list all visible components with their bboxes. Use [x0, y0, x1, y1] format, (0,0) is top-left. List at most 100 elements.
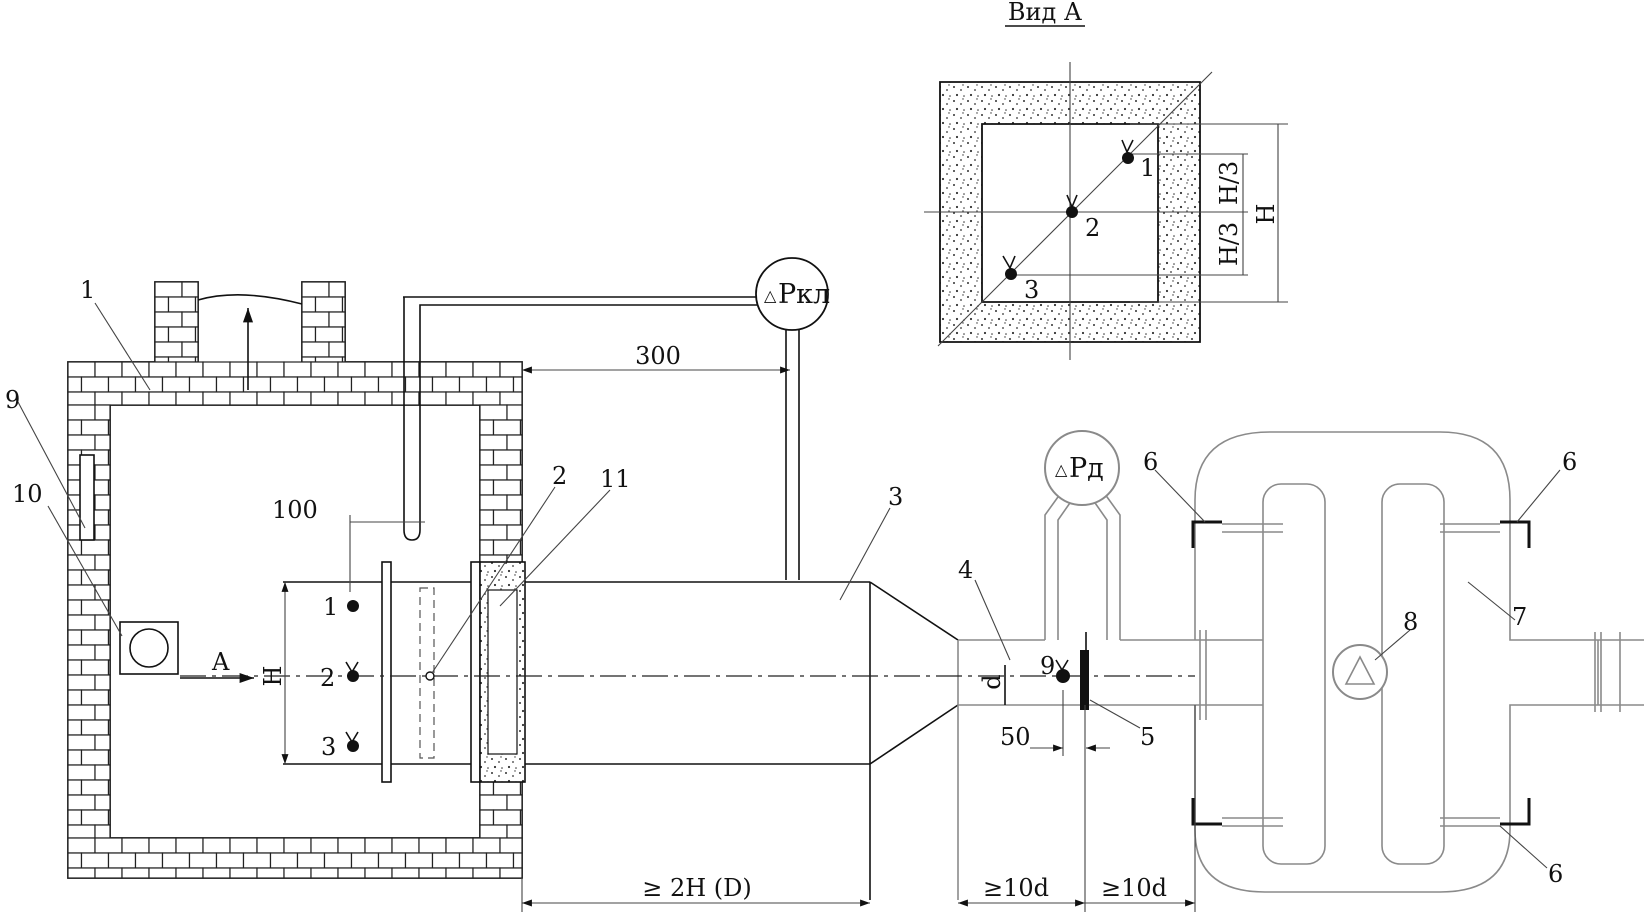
brick — [202, 391, 231, 406]
straightener-rods — [1222, 523, 1500, 827]
brick — [479, 419, 495, 436]
brick — [154, 296, 170, 313]
brick — [296, 852, 326, 869]
brick — [479, 809, 495, 826]
brick — [80, 719, 110, 736]
brick — [301, 341, 330, 358]
brick — [175, 837, 204, 854]
brick — [107, 689, 111, 706]
gauge-p-diff — [1044, 430, 1120, 506]
brick — [215, 852, 245, 869]
leader-6-right — [1516, 469, 1561, 523]
leader-3 — [839, 507, 891, 601]
brick — [328, 341, 346, 358]
view-a-probe-marks — [1002, 139, 1134, 270]
brick — [519, 419, 523, 436]
brick — [364, 837, 393, 854]
brick — [519, 479, 523, 496]
point-label-1: 1 — [323, 593, 338, 621]
brick — [310, 391, 339, 406]
flange-left — [381, 561, 392, 783]
brick — [67, 584, 96, 601]
brick — [519, 539, 523, 556]
brick — [194, 296, 199, 313]
brick — [492, 509, 522, 526]
brick — [445, 837, 474, 854]
brick — [67, 419, 83, 436]
brick — [337, 867, 366, 879]
fan-inner-right — [1381, 483, 1445, 865]
brick — [377, 852, 407, 869]
dim-d: d — [978, 674, 1006, 689]
brick — [479, 494, 508, 511]
brick — [506, 524, 523, 541]
gauge-p-klapan-delta: △ — [764, 286, 777, 305]
brick — [94, 614, 111, 631]
brick — [445, 867, 474, 879]
brick — [506, 794, 523, 811]
brick — [519, 809, 523, 826]
brick — [229, 837, 258, 854]
brick — [431, 852, 461, 869]
furnace-bricks — [67, 281, 523, 879]
brick — [80, 539, 110, 556]
brick — [67, 629, 83, 646]
brick — [479, 824, 508, 839]
point-label-2: 2 — [320, 664, 335, 692]
brick — [107, 659, 111, 676]
brick — [296, 376, 326, 393]
brick — [479, 509, 495, 526]
probe-marks — [345, 661, 359, 744]
brick — [479, 434, 508, 451]
brick — [80, 419, 110, 436]
brick — [328, 311, 346, 328]
brick — [445, 391, 474, 406]
brick — [80, 629, 110, 646]
brick — [80, 852, 110, 869]
dim-2h: ≥ 2H (D) — [642, 874, 752, 902]
brick — [67, 867, 96, 879]
flange-ticks — [1199, 630, 1621, 720]
brick — [67, 644, 96, 661]
reducer-bottom — [869, 704, 959, 765]
brick — [107, 376, 137, 393]
brick — [175, 391, 204, 406]
brick — [242, 852, 272, 869]
brick — [94, 824, 111, 839]
dim-300: 300 — [635, 342, 681, 370]
brick — [301, 326, 317, 343]
brick — [67, 764, 96, 781]
brick — [492, 479, 522, 496]
brick — [67, 749, 83, 766]
brick — [167, 326, 197, 343]
gauge-p-diff-delta: △ — [1055, 460, 1068, 479]
view-a-dim-h: H — [1252, 204, 1280, 225]
brick — [67, 614, 96, 631]
gauge-stem — [785, 330, 800, 580]
view-a-point-2 — [1066, 206, 1078, 218]
brick — [107, 479, 111, 496]
brick — [283, 867, 312, 879]
callout-9: 9 — [5, 386, 20, 414]
brick — [458, 376, 488, 393]
chimney-break-line — [197, 294, 303, 305]
brick — [404, 376, 434, 393]
brick — [194, 356, 199, 363]
brick — [350, 852, 380, 869]
brick — [94, 391, 123, 406]
brick — [80, 376, 110, 393]
brick — [134, 852, 164, 869]
brick — [472, 391, 501, 406]
brick — [506, 494, 523, 511]
brick — [80, 689, 110, 706]
brick — [479, 449, 495, 466]
leader-7 — [1467, 581, 1516, 621]
brick — [67, 376, 83, 393]
brick — [67, 674, 96, 691]
brick — [154, 311, 183, 328]
view-a: Вид А H H/3 H/3 1 2 3 — [924, 0, 1288, 360]
brick — [107, 419, 111, 436]
insulation-11-inner — [487, 589, 518, 755]
brick — [67, 837, 96, 854]
